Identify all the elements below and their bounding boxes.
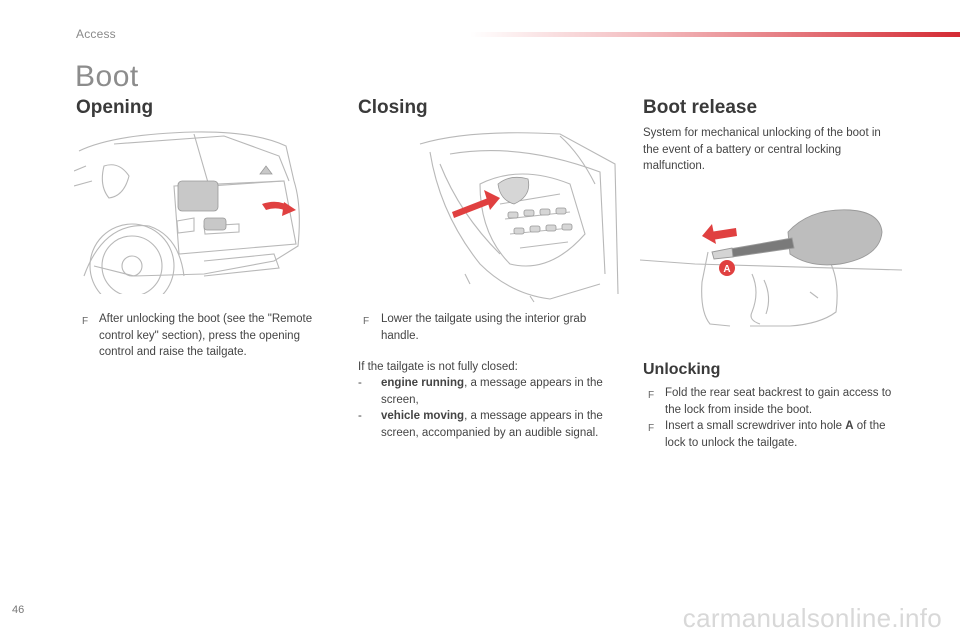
- opening-step: After unlocking the boot (see the "Remot…: [99, 313, 313, 358]
- tailgate-interior-illustration: [419, 132, 619, 303]
- closing-dash: -: [358, 410, 362, 422]
- bullet-marker: F: [82, 316, 89, 327]
- unlocking-step-2: Insert a small screwdriver into hole A o…: [665, 418, 905, 451]
- unlocking-step-2-text: Insert a small screwdriver into hole: [665, 420, 846, 432]
- closing-item-vehicle-moving: vehicle moving, a message appears in the…: [381, 408, 609, 441]
- unlocking-step-2-hole: A: [845, 420, 854, 432]
- watermark: carmanualsonline.info: [682, 603, 942, 633]
- opening-heading: Opening: [76, 97, 154, 118]
- closing-item-text: , a message appears in the screen, accom…: [381, 410, 603, 439]
- closing-heading: Closing: [358, 97, 428, 118]
- closing-item-text: , a message appears in the screen,: [381, 377, 603, 406]
- bullet-marker: F: [648, 390, 655, 401]
- marker-a-label: A: [723, 264, 730, 275]
- closing-intro: If the tailgate is not fully closed:: [358, 361, 518, 373]
- car-rear-illustration: [74, 131, 300, 294]
- closing-item-term: vehicle moving: [381, 410, 465, 422]
- closing-step: Lower the tailgate using the interior gr…: [381, 313, 587, 342]
- bullet-marker: F: [363, 316, 370, 327]
- page-title: Boot: [75, 60, 139, 93]
- marker-a-circle: [719, 260, 735, 276]
- closing-dash: -: [358, 377, 362, 389]
- bullet-marker: F: [648, 423, 655, 434]
- lock-screwdriver-illustration: A: [640, 209, 903, 327]
- closing-item-engine-running: engine running, a message appears in the…: [381, 375, 609, 408]
- closing-item-term: engine running: [381, 377, 465, 389]
- header-accent-bar: [470, 32, 960, 37]
- page-number: 46: [12, 604, 25, 616]
- boot-release-heading: Boot release: [643, 97, 758, 118]
- unlocking-step-2-text-end: of the lock to unlock the tailgate.: [665, 420, 886, 449]
- unlocking-heading: Unlocking: [643, 361, 721, 378]
- boot-release-description: System for mechanical unlocking of the b…: [643, 127, 881, 172]
- section-tag: Access: [76, 27, 116, 41]
- unlocking-step-1: Fold the rear seat backrest to gain acce…: [665, 387, 892, 416]
